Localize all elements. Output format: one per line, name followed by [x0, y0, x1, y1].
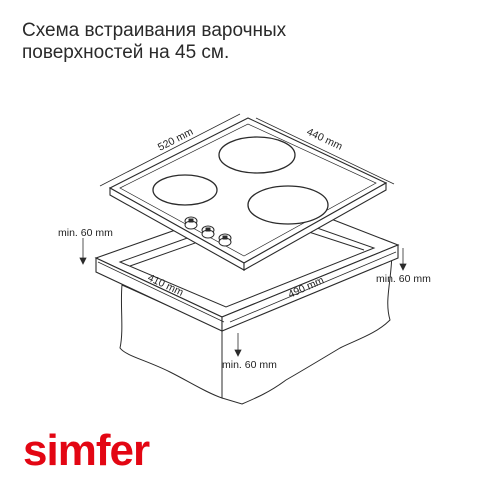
burner-left	[152, 174, 218, 206]
knob-1	[184, 216, 198, 230]
dim-line-hob-width	[255, 117, 395, 185]
arrow-clearance-left	[79, 257, 87, 265]
cabinet	[119, 249, 393, 405]
cabinet-left-side	[119, 284, 223, 399]
knob-2	[201, 225, 215, 239]
title-line-2: поверхностей на 45 см.	[22, 42, 230, 63]
cabinet-right-side	[221, 249, 393, 405]
simfer-logo: simfer	[23, 426, 150, 475]
hob-right-edge	[243, 182, 387, 271]
control-knobs	[184, 216, 232, 247]
dim-line-cutout-width	[229, 251, 397, 323]
knob-3	[218, 233, 232, 247]
burner-back	[218, 136, 296, 174]
burner-right	[247, 185, 329, 225]
label-clearance-left: min. 60 mm	[58, 227, 113, 239]
arrow-clearance-bottom	[234, 349, 242, 357]
label-clearance-bottom: min. 60 mm	[222, 359, 277, 371]
dim-line-hob-depth	[99, 113, 241, 187]
label-clearance-right: min. 60 mm	[376, 273, 431, 285]
diagram-title: Схема встраивания варочных поверхностей …	[22, 20, 286, 64]
hob	[108, 117, 388, 271]
title-line-1: Схема встраивания варочных	[22, 20, 287, 41]
dim-line-cutout-depth	[97, 261, 225, 323]
dimension-lines	[79, 113, 407, 357]
arrow-clearance-right	[399, 263, 407, 271]
